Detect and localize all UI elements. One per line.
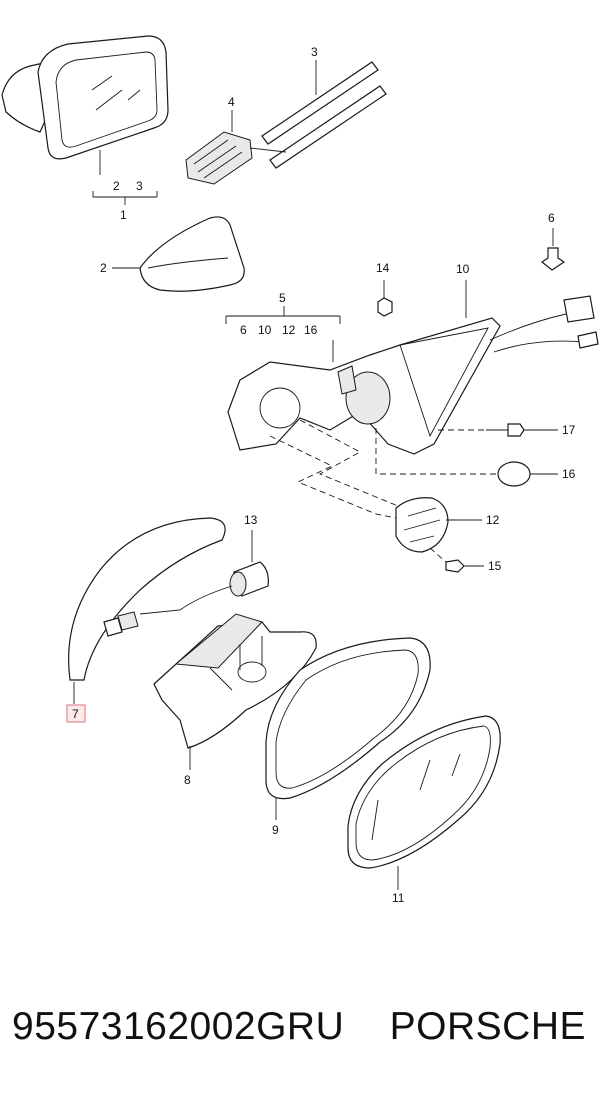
trim-strip-part (261, 60, 387, 169)
clip-part (540, 228, 566, 271)
screw-15-part (429, 547, 484, 573)
callout-15: 15 (488, 559, 502, 573)
callout-4: 4 (228, 95, 235, 109)
brand-label: PORSCHE (389, 1005, 586, 1048)
screw-17-part (438, 423, 558, 437)
mirror-assembly-part (1, 35, 169, 160)
mirror-glass-part (347, 715, 501, 890)
callout-3: 3 (311, 45, 318, 59)
mirror-frame-part (265, 637, 431, 820)
callout-group1-a: 2 (113, 179, 120, 193)
callout-10: 10 (456, 262, 470, 276)
lamp-part (103, 530, 269, 637)
adjuster-motor-part (269, 419, 482, 553)
bracket-group-1 (92, 150, 158, 205)
caption-bar: 95573162002GRU PORSCHE (0, 992, 600, 1082)
callout-group5-b: 10 (258, 323, 272, 337)
housing-frame-part (153, 613, 317, 770)
cover-cap-part (375, 428, 558, 487)
nut-part (377, 280, 393, 317)
callout-group5-a: 6 (240, 323, 247, 337)
callout-12: 12 (486, 513, 500, 527)
callout-9: 9 (272, 823, 279, 837)
callout-5: 5 (279, 291, 286, 305)
callout-8: 8 (184, 773, 191, 787)
bracket-group-5 (225, 306, 341, 362)
callout-16: 16 (562, 467, 576, 481)
callout-7: 7 (72, 707, 79, 721)
parts-diagram: 2 3 1 2 3 4 5 6 10 12 16 6 (1, 35, 599, 905)
switch-module-part (185, 110, 287, 185)
part-number-label: 95573162002GRU (12, 1005, 345, 1048)
callout-7-highlight (66, 704, 86, 723)
callout-6: 6 (548, 211, 555, 225)
callout-group5-c: 12 (282, 323, 296, 337)
callout-13: 13 (244, 513, 258, 527)
lower-cap-part (112, 216, 245, 292)
callout-group1-b: 3 (136, 179, 143, 193)
callout-group5-d: 16 (304, 323, 318, 337)
callout-11: 11 (392, 891, 405, 905)
callout-14: 14 (376, 261, 390, 275)
mirror-base-part (227, 280, 599, 455)
callout-2: 2 (100, 261, 107, 275)
upper-cap-part (66, 517, 226, 723)
callout-1: 1 (120, 208, 127, 222)
callout-17: 17 (562, 423, 576, 437)
